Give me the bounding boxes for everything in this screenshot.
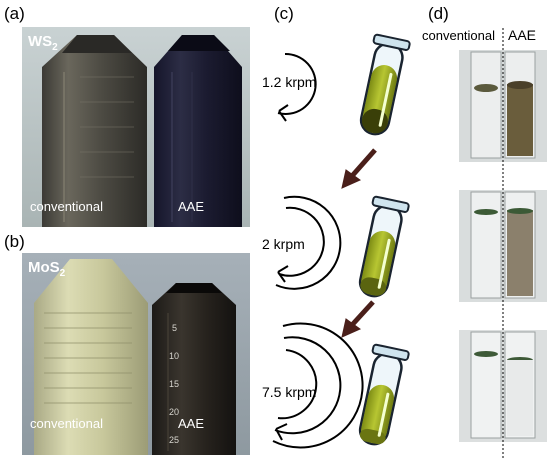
- ws2-label: WS2: [28, 33, 58, 53]
- ws2-conventional-caption: conventional: [30, 199, 103, 214]
- mos2-aae-caption: AAE: [178, 416, 205, 431]
- mos2-tube-mark: 10: [169, 351, 179, 361]
- test-tube-2: [358, 195, 410, 298]
- mos2-tube-mark: 25: [169, 435, 179, 445]
- mos2-tube-mark: 20: [169, 407, 179, 417]
- panel-label-a: (a): [4, 4, 25, 23]
- mos2-conventional-caption: conventional: [30, 416, 103, 431]
- flow-arrow-2: [341, 300, 375, 338]
- mos2-tube-mark: 15: [169, 379, 179, 389]
- mos2-label: MoS2: [28, 259, 66, 279]
- ws2-aae-caption: AAE: [178, 199, 205, 214]
- test-tube-3: [358, 343, 410, 446]
- cuvette-set-3: [459, 330, 547, 442]
- speed-label-1: 1.2 krpm: [262, 74, 317, 90]
- speed-label-3: 7.5 krpm: [262, 384, 317, 400]
- flow-arrow-1: [341, 148, 377, 189]
- test-tube-1: [359, 33, 411, 136]
- panel-label-b: (b): [4, 232, 25, 251]
- mos2-photo: 5 10 15 20 25 MoS2 conventional AAE: [22, 253, 250, 455]
- mos2-aae-tube: [152, 283, 236, 455]
- rotation-arrow-2: [275, 195, 342, 290]
- rotation-arrow-3: [272, 322, 364, 449]
- speed-label-2: 2 krpm: [262, 236, 305, 252]
- ws2-aae-tube: [154, 35, 242, 227]
- header-aae: AAE: [508, 27, 537, 43]
- rotation-arrow-1: [277, 52, 317, 122]
- panel-label-d: (d): [428, 4, 449, 23]
- ws2-photo: WS2 conventional AAE: [22, 27, 250, 227]
- mos2-conventional-tube: [34, 259, 148, 455]
- ws2-conventional-tube: [42, 35, 147, 227]
- mos2-tube-mark: 5: [172, 323, 177, 333]
- panel-label-c: (c): [274, 4, 294, 23]
- cuvette-aae-fill-2: [507, 210, 533, 296]
- cuvette-aae-fill-1: [507, 84, 533, 156]
- header-conventional: conventional: [422, 28, 495, 43]
